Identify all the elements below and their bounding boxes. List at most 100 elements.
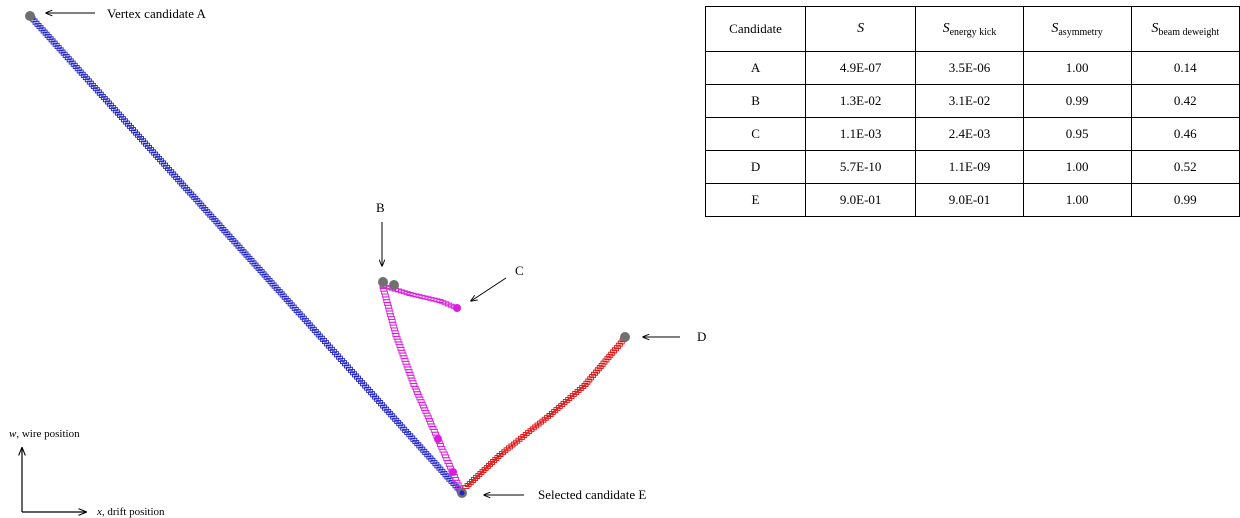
track-a-hit <box>143 142 150 147</box>
w-axis-label: w, wire position <box>9 428 80 440</box>
track-a-hit <box>205 211 213 216</box>
track-d-hit <box>485 463 493 467</box>
track-a-hit <box>293 309 301 314</box>
track-d-hit <box>479 469 487 473</box>
track-a-hit <box>133 131 140 136</box>
track-a-hit <box>199 204 207 209</box>
track-a-hit <box>245 255 253 260</box>
track-d-hit <box>574 389 582 393</box>
track-a-hit <box>392 417 400 422</box>
track-a-hit <box>167 169 175 174</box>
track-a-hit <box>193 198 201 203</box>
track-a-hit <box>108 105 116 109</box>
track-d-hit <box>466 481 474 485</box>
table-cell: 2.4E-03 <box>915 117 1024 151</box>
track-a-hit <box>360 382 367 387</box>
track-d-hit <box>462 485 470 489</box>
track-a-hit <box>356 377 363 382</box>
table-cell: E <box>704 183 807 217</box>
track-a-hit <box>237 247 245 251</box>
track-a-hit <box>321 340 329 345</box>
table-cell: 1.3E-02 <box>805 84 917 118</box>
track-a-hit <box>404 431 412 436</box>
track-a-hit <box>78 71 86 76</box>
track-d-hit <box>569 393 577 397</box>
track-d-hit <box>551 409 559 413</box>
track-a-hit <box>285 300 293 305</box>
track-c-end-hit <box>453 304 461 312</box>
track-a-hit <box>223 231 231 236</box>
label-candidate-d: D <box>697 329 706 344</box>
track-a-hit <box>197 202 205 207</box>
track-a-hit <box>157 158 165 163</box>
track-a-hit <box>84 78 92 83</box>
track-a-hit <box>390 415 398 420</box>
track-d-hit <box>585 378 593 383</box>
track-a-hit <box>129 127 136 132</box>
track-a-hit <box>209 215 217 220</box>
track-d-hit <box>481 467 489 471</box>
track-d-hit <box>477 471 485 475</box>
track-a-hit <box>384 408 392 413</box>
track-a-hit <box>145 144 152 149</box>
track-d-hit <box>548 411 556 415</box>
track-a-hit <box>58 49 66 54</box>
track-a-hit <box>32 20 40 25</box>
x-axis-label: x, drift position <box>96 506 165 518</box>
track-a-hit <box>114 111 122 116</box>
track-a-hit <box>297 313 305 318</box>
track-a-hit <box>207 213 215 218</box>
track-d-hit <box>610 349 618 354</box>
track-a-hit <box>229 238 237 243</box>
track-a-hit <box>295 311 303 316</box>
track-a-hit <box>68 60 76 65</box>
track-a-hit <box>46 36 54 41</box>
track-a-hit <box>428 457 436 462</box>
track-a-hit <box>243 253 251 258</box>
track-d-hit <box>591 371 598 376</box>
track-a-hit <box>80 73 88 78</box>
table-cell: 0.52 <box>1130 150 1240 184</box>
track-a-hit <box>333 353 341 358</box>
track-a-hit <box>440 471 448 475</box>
track-a-hit <box>235 244 243 249</box>
track-a-hit <box>426 455 434 460</box>
track-a-hit <box>149 149 157 154</box>
label-vertex-candidate-a: Vertex candidate A <box>107 6 207 21</box>
track-a-hit <box>127 124 134 129</box>
track-a-hit <box>191 195 199 200</box>
track-a-hit <box>444 475 452 480</box>
track-d-hit <box>613 345 621 349</box>
track-a-hit <box>151 151 159 156</box>
track-a-hit <box>337 357 345 362</box>
table-cell: 1.00 <box>1022 183 1132 217</box>
track-a-hit <box>239 249 247 254</box>
vertex-candidate-b-marker <box>378 277 388 287</box>
col-header-s-beam-deweight: Sbeam deweight <box>1130 6 1240 52</box>
col-header-s-energy-kick: Senergy kick <box>915 6 1024 52</box>
track-d-hit <box>553 407 561 411</box>
track-a-hit <box>183 187 191 192</box>
track-a-hit <box>135 133 142 138</box>
track-a-hit <box>139 138 146 143</box>
track-a-hit <box>100 96 108 101</box>
track-d-hit <box>490 459 498 463</box>
track-a-hit <box>412 440 420 444</box>
track-a-hit <box>311 329 319 333</box>
track-d-hit <box>600 360 608 365</box>
track-a-hit <box>340 360 347 365</box>
track-a-hit <box>263 275 271 280</box>
track-a-hit <box>309 326 317 331</box>
track-d-hit <box>483 465 491 469</box>
track-a-hit <box>215 222 223 227</box>
track-a-hit <box>38 27 46 32</box>
track-a-hit <box>165 167 173 172</box>
track-a-hit <box>90 85 98 89</box>
track-d-hit <box>587 376 595 381</box>
track-a-hit <box>281 295 289 300</box>
track-a-hit <box>233 242 241 247</box>
track-a-hit <box>141 140 148 145</box>
